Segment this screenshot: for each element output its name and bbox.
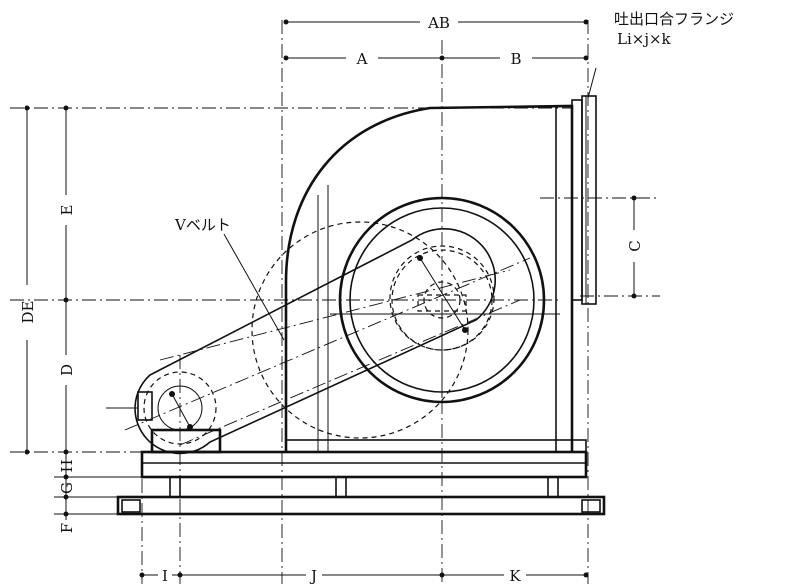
fan-casing — [284, 104, 574, 452]
base-frame — [116, 428, 606, 516]
dim-label-b: B — [510, 50, 521, 68]
v-belt-label: Vベルト — [174, 216, 231, 234]
dim-label-e: E — [58, 205, 76, 216]
left-dimensions — [24, 105, 142, 520]
dim-label-i: I — [162, 567, 168, 584]
dim-label-k: K — [509, 567, 521, 584]
outlet-flange — [571, 95, 597, 305]
leader-lines — [223, 67, 597, 341]
dim-label-de: DE — [19, 301, 37, 324]
centerlines — [10, 20, 660, 584]
outlet-flange-spec: Li×j×k — [617, 30, 672, 48]
top-dimensions — [283, 19, 589, 61]
dim-label-ab: AB — [427, 14, 450, 32]
bottom-dimensions — [139, 572, 589, 578]
dim-label-j: J — [309, 567, 317, 584]
right-dimensions — [631, 195, 637, 299]
outlet-flange-title: 吐出口合フランジ — [614, 10, 734, 28]
dim-label-c: C — [626, 240, 644, 251]
dim-label-h: H — [58, 459, 76, 472]
labels: AB A B I J K DE E D H G F C 吐出口合フランジ Li×… — [19, 10, 734, 584]
dim-label-g: G — [58, 482, 76, 494]
dim-label-a: A — [356, 50, 368, 68]
dim-label-d: D — [58, 364, 76, 376]
dim-label-f: F — [58, 523, 76, 533]
